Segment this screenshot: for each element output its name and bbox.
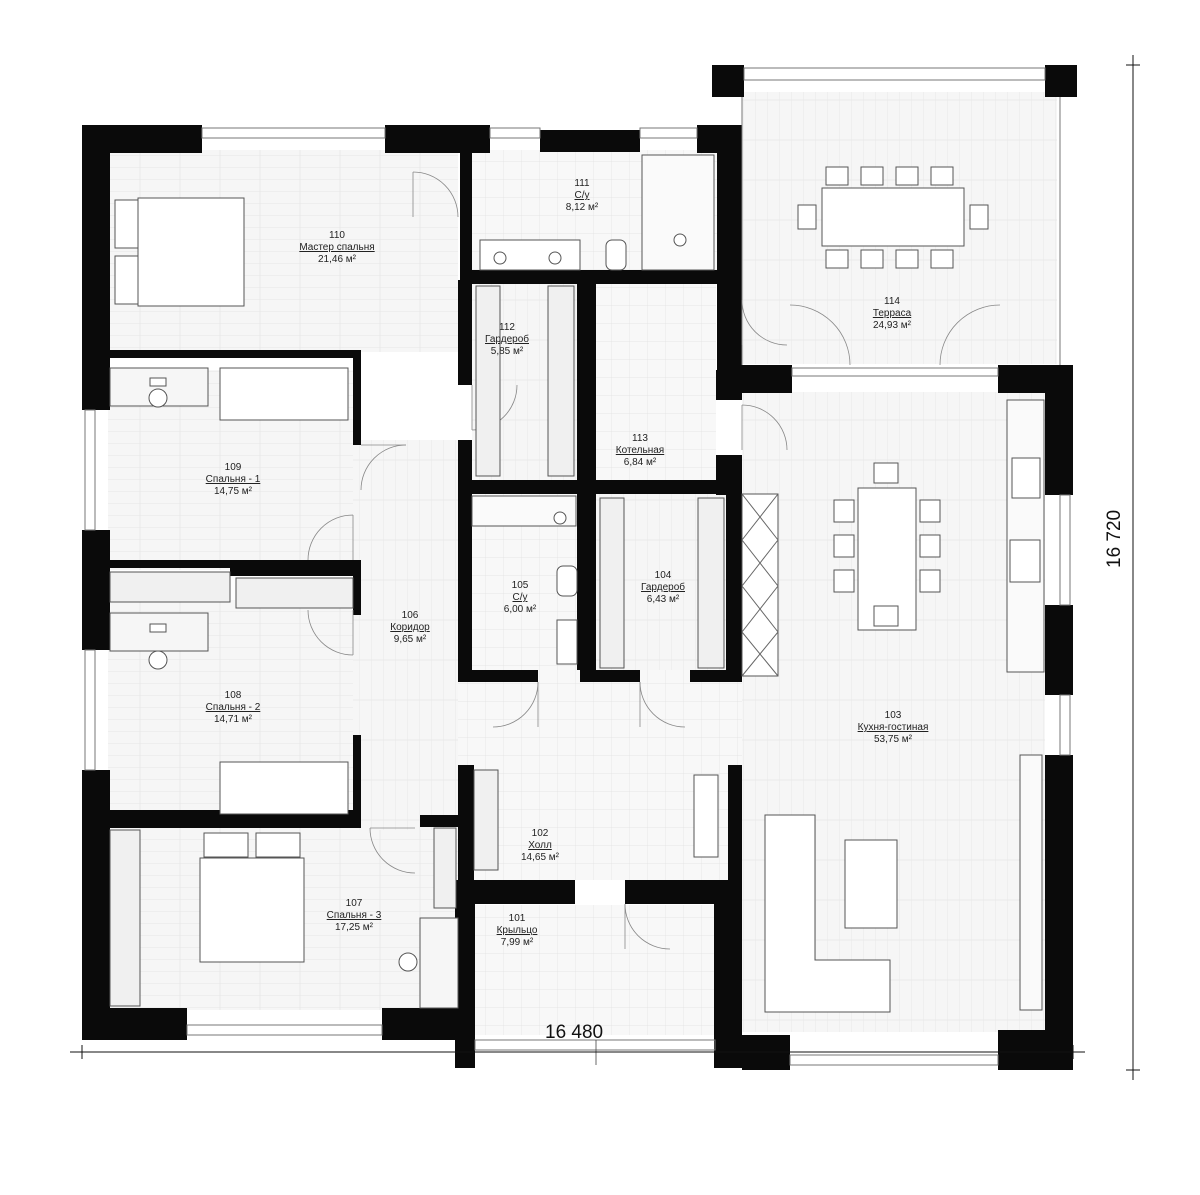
- room-label-112: 112 Гардероб 5,85 м²: [485, 322, 529, 357]
- room-label-110: 110 Мастер спальня 21,46 м²: [299, 230, 375, 265]
- floor-106: [353, 440, 458, 830]
- doors: [307, 171, 1001, 1065]
- walls: [82, 65, 1077, 1070]
- floor-101: [474, 905, 714, 1035]
- dimension-width: 16 480: [545, 1022, 604, 1043]
- room-label-104: 104 Гардероб 6,43 м²: [641, 570, 685, 605]
- room-label-114: 114 Терраса 24,93 м²: [872, 296, 912, 331]
- room-label-106: 106 Коридор 9,65 м²: [390, 610, 430, 645]
- floor-113: [596, 284, 716, 480]
- room-label-105: 105 С/у 6,00 м²: [503, 580, 537, 615]
- room-label-109: 109 Спальня - 1 14,75 м²: [205, 462, 261, 497]
- room-label-102: 102 Холл 14,65 м²: [520, 828, 560, 863]
- room-label-108: 108 Спальня - 2 14,71 м²: [205, 690, 261, 725]
- room-label-111: 111 С/у 8,12 м²: [565, 178, 599, 213]
- dimension-height: 16 720: [1104, 509, 1125, 568]
- room-label-103: 103 Кухня-гостиная 53,75 м²: [857, 710, 929, 745]
- room-label-113: 113 Котельная 6,84 м²: [615, 433, 665, 468]
- dimension-lines: [70, 55, 1140, 1080]
- room-label-107: 107 Спальня - 3 17,25 м²: [326, 898, 382, 933]
- room-label-101: 101 Крыльцо 7,99 м²: [496, 913, 538, 948]
- furniture: [109, 154, 1045, 1013]
